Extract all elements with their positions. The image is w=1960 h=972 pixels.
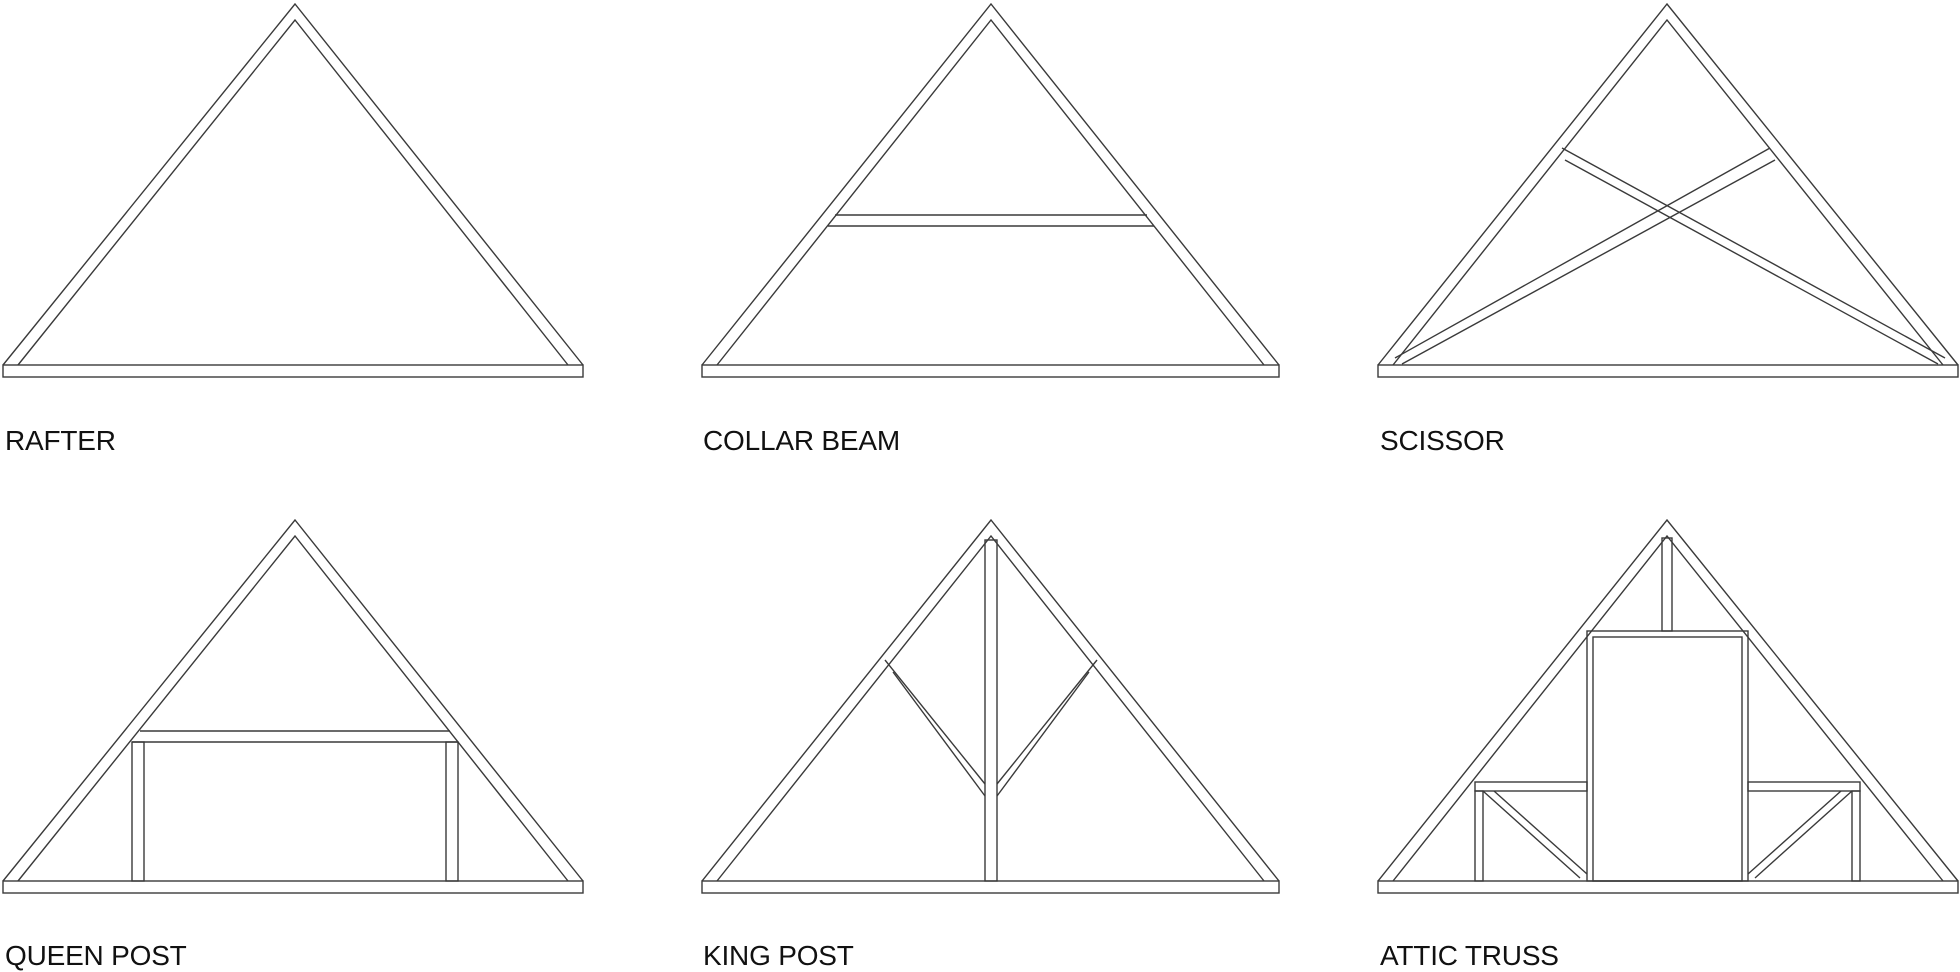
scissor-bottom-chord bbox=[1377, 364, 1959, 378]
queen-outer-edge bbox=[2, 518, 584, 882]
king-left-strut-top bbox=[884, 659, 986, 785]
king-outer-edge bbox=[701, 518, 1280, 882]
king-right-strut-top bbox=[996, 659, 1098, 785]
collar-inner-edge bbox=[716, 18, 1265, 366]
scissor-member-b-bottom bbox=[1401, 159, 1776, 365]
king-bottom-chord bbox=[701, 880, 1280, 894]
king-post bbox=[984, 539, 998, 882]
attic-truss-label: ATTIC TRUSS bbox=[1380, 940, 1559, 971]
scissor-member-a-bottom bbox=[1564, 159, 1939, 365]
queen-post-right bbox=[445, 741, 459, 882]
rafter-truss-drawing bbox=[2, 2, 584, 378]
queen-inner-edge bbox=[17, 534, 569, 882]
attic-room-frame-inner bbox=[1592, 636, 1743, 882]
attic-right-knee-beam bbox=[1747, 781, 1861, 792]
king-left-strut-bottom bbox=[892, 671, 986, 797]
scissor-inner-edge bbox=[1392, 18, 1944, 366]
attic-left-brace-a bbox=[1482, 790, 1581, 879]
collar-beam-label: COLLAR BEAM bbox=[703, 425, 900, 456]
rafter-outer-edge bbox=[2, 2, 584, 366]
queen-post-label: QUEEN POST bbox=[5, 940, 187, 971]
collar-bottom-chord bbox=[701, 364, 1280, 378]
king-right-strut-bottom bbox=[996, 671, 1090, 797]
queen-post-truss-drawing bbox=[2, 518, 584, 894]
attic-right-knee-post bbox=[1851, 790, 1861, 882]
collar-outer-edge bbox=[701, 2, 1280, 366]
attic-left-brace-b bbox=[1493, 790, 1588, 875]
attic-right-brace-b bbox=[1747, 790, 1842, 875]
queen-bottom-chord bbox=[2, 880, 584, 894]
attic-bottom-chord bbox=[1377, 880, 1959, 894]
scissor-member-b-top bbox=[1394, 147, 1771, 359]
collar-beam-truss-drawing bbox=[701, 2, 1280, 378]
rafter-bottom-chord bbox=[2, 364, 584, 378]
attic-room-frame-outer bbox=[1586, 630, 1749, 882]
scissor-member-a-top bbox=[1561, 147, 1946, 359]
attic-outer-edge bbox=[1377, 518, 1959, 882]
attic-left-knee-post bbox=[1474, 790, 1484, 882]
scissor-outer-edge bbox=[1377, 2, 1959, 366]
queen-post-left bbox=[131, 741, 145, 882]
king-post-truss-drawing bbox=[701, 518, 1280, 894]
attic-truss-drawing bbox=[1377, 518, 1959, 894]
scissor-label: SCISSOR bbox=[1380, 425, 1505, 456]
attic-king-post bbox=[1661, 537, 1673, 632]
rafter-label: RAFTER bbox=[5, 425, 116, 456]
scissor-truss-drawing bbox=[1377, 2, 1959, 378]
attic-inner-edge bbox=[1392, 534, 1944, 882]
attic-left-knee-beam bbox=[1474, 781, 1588, 792]
rafter-inner-edge bbox=[17, 18, 569, 366]
king-inner-edge bbox=[716, 534, 1265, 882]
attic-right-brace-a bbox=[1754, 790, 1853, 879]
king-post-label: KING POST bbox=[703, 940, 854, 971]
